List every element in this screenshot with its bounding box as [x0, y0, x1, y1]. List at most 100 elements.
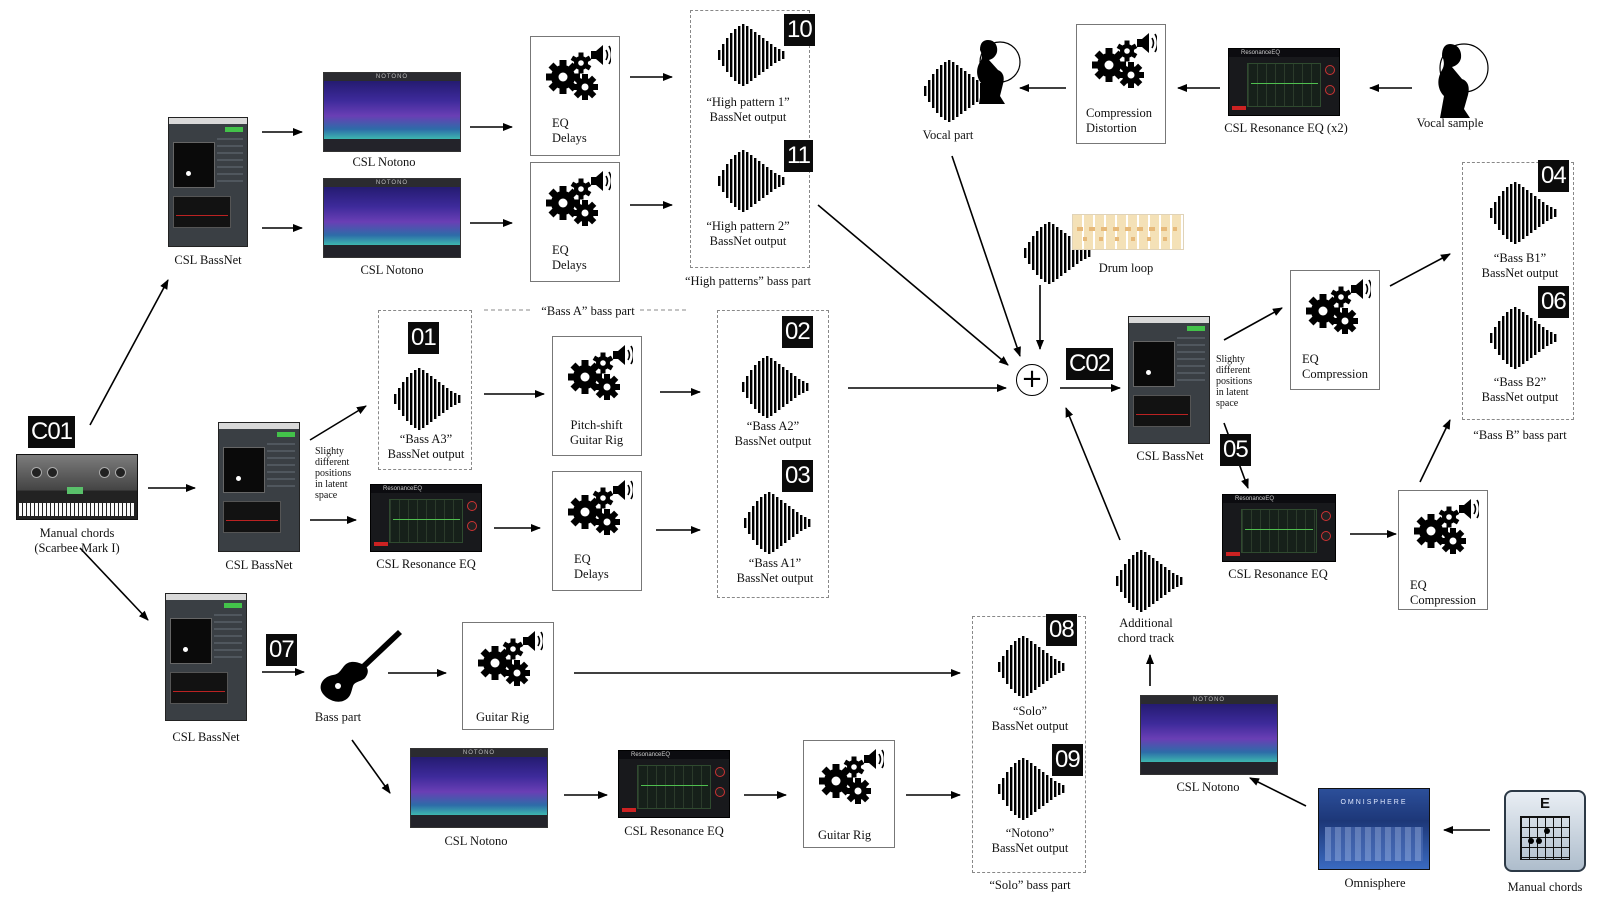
waveform-bar: [796, 512, 799, 534]
label-notono-bottom: CSL Notono: [444, 834, 508, 848]
waveform-bar: [738, 26, 741, 84]
waveform-bar: [718, 50, 721, 60]
waveform-bar: [1514, 307, 1517, 369]
badge-07: 07: [266, 634, 297, 666]
process-box-eq-delays-1: [530, 36, 620, 156]
waveform-bar: [1176, 575, 1179, 587]
waveform-bar: [1128, 559, 1131, 603]
arrow-chordtrack-to-sum: [1065, 407, 1121, 541]
waveform-bar: [446, 388, 449, 410]
waveform-bar: [1006, 772, 1009, 806]
waveform-bar: [998, 784, 1001, 794]
badge-c02: C02: [1066, 348, 1114, 380]
waveform-bar: [1172, 573, 1175, 589]
waveform-bar: [1490, 333, 1493, 343]
reseq-screenshot-top: ResonanceEQ: [1228, 48, 1340, 116]
waveform-bar: [430, 376, 433, 422]
process-label-eq-delays-1: EQ Delays: [552, 116, 587, 145]
badge-05: 05: [1220, 434, 1251, 466]
label-bass-a3: “Bass A3” BassNet output: [387, 432, 465, 461]
waveform-bar: [756, 501, 759, 545]
waveform-bar: [804, 517, 807, 529]
group-bass-a1-a2: [717, 310, 829, 598]
waveform-bar: [1534, 196, 1537, 230]
waveform-bar: [770, 44, 773, 66]
group-bass-b: [1462, 162, 1574, 420]
waveform-bar: [754, 158, 757, 204]
notono-screenshot-2: NOTONO: [323, 178, 461, 258]
label-high-patterns-part: “High patterns” bass part: [684, 274, 812, 288]
waveform-bar: [772, 494, 775, 552]
process-box-pitch-shift: [552, 336, 642, 456]
waveform-bar: [928, 80, 931, 102]
waveform-bar: [1076, 242, 1079, 264]
waveform-bar: [782, 367, 785, 407]
waveform-bar: [794, 376, 797, 398]
label-reseq-right: CSL Resonance EQ: [1228, 567, 1328, 581]
waveform-bar: [1546, 205, 1549, 221]
label-omnisphere: Omnisphere: [1344, 876, 1406, 890]
waveform-bar: [766, 356, 769, 418]
waveform-bar: [730, 159, 733, 203]
waveform-icon-high1: [716, 22, 786, 88]
waveform-bar: [750, 370, 753, 404]
waveform-bar: [722, 44, 725, 66]
waveform-bar: [1036, 231, 1039, 275]
label-vocal-sample: Vocal sample: [1416, 116, 1484, 130]
waveform-bar: [1526, 190, 1529, 236]
waveform-bar: [1064, 233, 1067, 273]
waveform-bar: [1542, 327, 1545, 349]
waveform-bar: [806, 383, 809, 391]
waveform-bar: [1052, 224, 1055, 282]
waveform-bar: [1550, 332, 1553, 344]
bass-guitar-icon: [320, 630, 402, 702]
waveform-bar: [1002, 778, 1005, 800]
vocal-singer-icon: [977, 40, 1021, 104]
arrow-bassnet-right-to-eq: [1223, 307, 1283, 341]
label-vocal-part: Vocal part: [922, 128, 974, 142]
waveform-bar: [1522, 312, 1525, 364]
waveform-bar: [1010, 645, 1013, 689]
waveform-bar: [1002, 656, 1005, 678]
group-solo: [972, 616, 1086, 873]
waveform-bar: [766, 167, 769, 195]
waveform-icon-high2: [716, 148, 786, 214]
waveform-bar: [798, 379, 801, 395]
badge-03: 03: [782, 460, 813, 492]
waveform-bar: [932, 74, 935, 108]
waveform-icon-bass-a1: [742, 490, 812, 556]
waveform-bar: [730, 33, 733, 77]
waveform-bar: [1124, 564, 1127, 598]
waveform-bar: [1144, 552, 1147, 610]
process-box-eq-delays-2: [530, 162, 620, 282]
waveform-bar: [968, 74, 971, 108]
waveform-bar: [1538, 324, 1541, 352]
waveform-bar: [734, 29, 737, 81]
waveform-bar: [1048, 222, 1051, 284]
note-latent-space-2: Slighty different positions in latent sp…: [1216, 354, 1253, 409]
waveform-bar: [1022, 636, 1025, 698]
waveform-bar: [1072, 239, 1075, 267]
label-notono-2: CSL Notono: [360, 263, 424, 277]
waveform-bar: [1518, 309, 1521, 367]
waveform-bar: [758, 161, 761, 201]
waveform-bar: [1010, 767, 1013, 811]
label-notono-output: “Notono” BassNet output: [991, 826, 1069, 855]
process-label-guitar-rig-2: Guitar Rig: [818, 828, 872, 842]
waveform-icon-bass-b1: [1488, 180, 1558, 246]
waveform-bar: [782, 177, 785, 185]
waveform-bar: [438, 382, 441, 416]
label-reseq-bottom: CSL Resonance EQ: [624, 824, 724, 838]
waveform-bar: [722, 170, 725, 192]
waveform-bar: [1056, 227, 1059, 279]
waveform-bar: [762, 38, 765, 72]
waveform-bar: [1046, 653, 1049, 681]
scarbee-keyboard-image: [16, 454, 138, 520]
waveform-icon-bass-a2: [740, 354, 810, 420]
waveform-bar: [976, 80, 979, 102]
reseq-screenshot-bottom: ResonanceEQ: [618, 750, 730, 818]
label-bass-b2: “Bass B2” BassNet output: [1481, 375, 1559, 404]
waveform-bar: [774, 361, 777, 413]
waveform-bar: [718, 176, 721, 186]
label-bass-part: Bass part: [314, 710, 362, 724]
